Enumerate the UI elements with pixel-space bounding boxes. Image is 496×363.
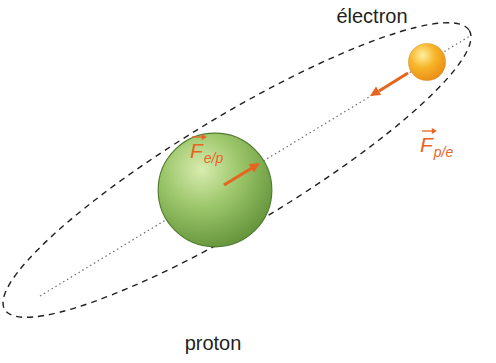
force-arrow [224, 168, 252, 185]
particle-name: proton [185, 331, 242, 355]
axis-line [40, 36, 470, 296]
electron-node: électron [408, 43, 446, 81]
arrow-head [249, 163, 260, 173]
proton-node: proton [157, 132, 273, 248]
particle-name: électron [336, 4, 407, 28]
arrow-head [370, 87, 381, 97]
force-subscript: e/p [204, 150, 223, 166]
force-symbol: F [420, 133, 433, 156]
sphere-shape [157, 132, 273, 248]
force-label: Fp/e [420, 134, 453, 159]
force-symbol: F [190, 139, 203, 162]
force-subscript: p/e [434, 144, 453, 160]
sphere-shape [408, 43, 446, 81]
force-label: Fe/p [190, 140, 223, 165]
force-arrow [379, 73, 408, 91]
